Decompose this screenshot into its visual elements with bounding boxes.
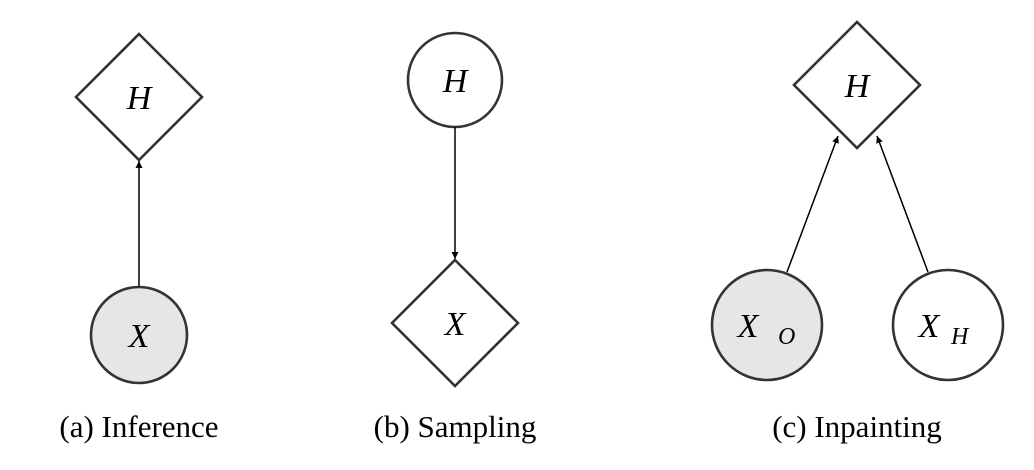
panel-inpainting: H X O X H (c) Inpainting (710, 20, 1005, 444)
node-label-h: H (844, 68, 872, 105)
node-label-x: X (443, 306, 467, 343)
node-subscript-h: H (950, 324, 970, 350)
node-label-h: H (442, 63, 470, 100)
deterministic-node-x (390, 258, 520, 388)
deterministic-node-h (792, 20, 922, 150)
panel-inference: H X (a) Inference (59, 32, 219, 444)
panel-sampling: H X (b) Sampling (374, 31, 537, 444)
edge-xh-to-h (876, 135, 929, 273)
node-subscript-o: O (778, 324, 795, 350)
observed-node-x (89, 285, 189, 385)
caption-sampling: (b) Sampling (374, 409, 537, 444)
node-label-xh: X (917, 308, 941, 345)
node-label-xo: X (736, 308, 760, 345)
edge-xo-to-h (786, 135, 839, 273)
latent-node-xh (891, 268, 1005, 382)
node-label-x: X (127, 318, 151, 355)
caption-inference: (a) Inference (59, 409, 218, 444)
deterministic-node-h (74, 32, 204, 162)
node-label-h: H (126, 80, 154, 117)
caption-inpainting: (c) Inpainting (772, 409, 942, 444)
observed-node-xo (710, 268, 824, 382)
